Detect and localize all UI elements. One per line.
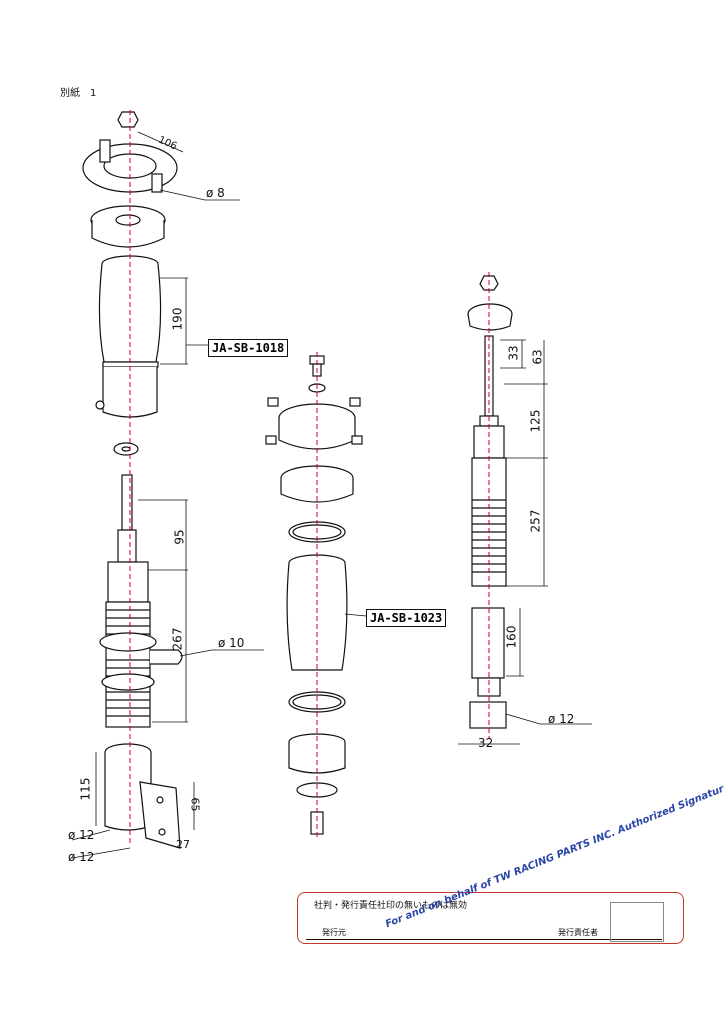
dim-190: 190 (170, 307, 185, 331)
responsible-label: 発行責任者 (558, 928, 598, 937)
lower-body-right (469, 607, 507, 729)
dim-65: 65 (188, 797, 202, 812)
damper-rod-left (107, 474, 149, 603)
pillow-ball-mount (90, 205, 166, 248)
dim-95: 95 (172, 529, 187, 545)
issuer-label: 発行元 (322, 928, 346, 937)
lower-cup-middle (288, 733, 346, 835)
air-sleeve-1018 (95, 255, 162, 418)
lower-bracket-left (104, 743, 181, 849)
dim-phi12-b: ø 12 (68, 850, 95, 864)
certification-box (297, 892, 684, 944)
dim-125: 125 (528, 409, 543, 433)
dim-32: 32 (478, 736, 494, 750)
dim-27: 27 (176, 838, 190, 851)
dim-160: 160 (504, 625, 519, 649)
top-nut-right (467, 275, 513, 331)
upper-mount-ring-middle (265, 397, 363, 450)
dim-phi12-a: ø 12 (68, 828, 95, 842)
center-axes (129, 110, 490, 845)
dimension-lines (71, 131, 592, 859)
seal-box (610, 902, 664, 942)
dim-phi8: ø 8 (206, 186, 225, 200)
dim-257: 257 (528, 509, 543, 533)
certification-inner (306, 897, 662, 940)
dim-phi10: ø 10 (218, 636, 245, 650)
part-number-1023: JA-SB-1023 (366, 609, 447, 627)
top-nut (117, 111, 139, 128)
cap-plate-middle (280, 465, 354, 503)
o-ring-lower-middle (288, 691, 346, 713)
threaded-body-left (99, 601, 183, 728)
dim-115: 115 (78, 777, 93, 801)
dim-phi12-c: ø 12 (548, 712, 575, 726)
validity-notice: 社判・発行責任社印の無いものは無効 (314, 901, 468, 911)
dim-267: 267 (170, 627, 185, 651)
washer (113, 442, 139, 456)
dim-33: 33 (506, 345, 521, 361)
part-number-1018: JA-SB-1018 (208, 339, 289, 357)
dim-63: 63 (530, 349, 545, 365)
sheet-label: 別紙 1 (60, 88, 97, 99)
